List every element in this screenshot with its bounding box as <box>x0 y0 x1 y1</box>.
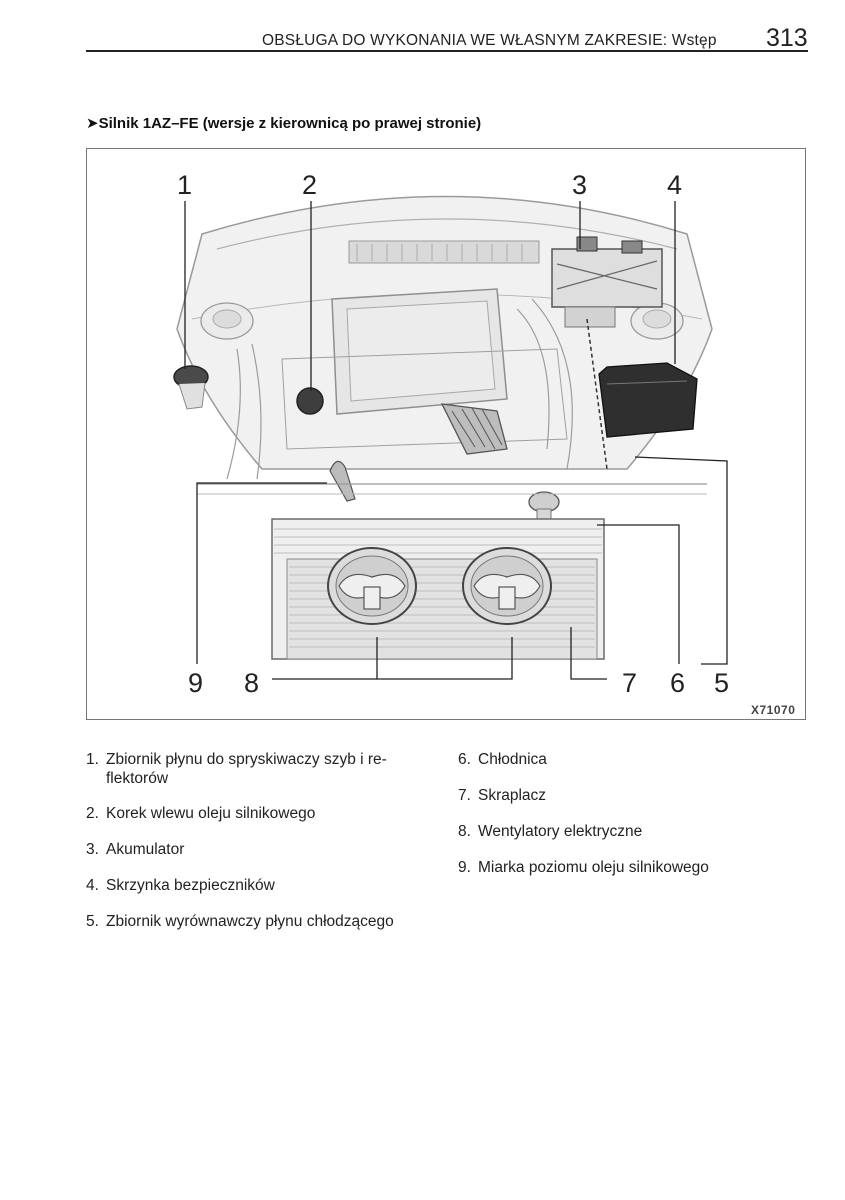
legend-item-4: 4. Skrzynka bezpieczników <box>86 876 275 895</box>
engine-bay-figure: 1 2 3 4 5 6 7 8 9 X71070 <box>86 148 806 720</box>
callout-5: 5 <box>714 668 729 698</box>
legend-item-number: 6. <box>458 751 471 768</box>
legend-item-3: 3. Akumulator <box>86 840 184 859</box>
electric-fan-right <box>462 547 552 625</box>
engine-bay-illustration: 1 2 3 4 5 6 7 8 9 X71070 <box>173 170 795 717</box>
legend-item-text: Skraplacz <box>478 787 547 804</box>
legend-item-number: 9. <box>458 859 471 876</box>
legend-item-text: Miarka poziomu oleju silnikowego <box>478 859 709 876</box>
electric-fan-left <box>327 547 417 625</box>
battery <box>551 248 663 308</box>
legend-item-6: 6. Chłodnica <box>458 750 547 769</box>
header-rule <box>86 50 808 52</box>
callout-9: 9 <box>188 668 203 698</box>
callout-2: 2 <box>302 170 317 200</box>
callout-1: 1 <box>177 170 192 200</box>
legend-item-text: Zbiornik płynu do spryskiwaczy szyb i re… <box>106 751 387 768</box>
legend-item-number: 3. <box>86 841 99 858</box>
legend-item-number: 8. <box>458 823 471 840</box>
callout-8: 8 <box>244 668 259 698</box>
callout-3: 3 <box>572 170 587 200</box>
figure-code: X71070 <box>751 703 795 717</box>
legend-item-5: 5. Zbiornik wyrównawczy płynu chłodzącego <box>86 912 394 931</box>
legend-item-number: 4. <box>86 877 99 894</box>
legend-item-number: 1. <box>86 751 99 768</box>
cowl-panel <box>348 240 540 264</box>
legend-item-text: Chłodnica <box>478 751 547 768</box>
legend-item-text: Skrzynka bezpieczników <box>106 877 275 894</box>
legend-item-text: Wentylatory elektryczne <box>478 823 643 840</box>
legend-item-8: 8. Wentylatory elektryczne <box>458 822 642 841</box>
legend-item-text: Akumulator <box>106 841 185 858</box>
legend-item-number: 5. <box>86 913 99 930</box>
page-number: 313 <box>766 24 808 52</box>
legend-item-text-continued: flektorów <box>106 770 169 787</box>
legend-item-2: 2. Korek wlewu oleju silnikowego <box>86 804 315 823</box>
callout-7: 7 <box>622 668 637 698</box>
legend-item-text: Zbiornik wyrównawczy płynu chłodzącego <box>106 913 394 930</box>
callout-4: 4 <box>667 170 682 200</box>
oil-filler-cap <box>296 387 324 415</box>
legend-item-9: 9. Miarka poziomu oleju silnikowego <box>458 858 709 877</box>
legend-item-number: 2. <box>86 805 99 822</box>
running-header: OBSŁUGA DO WYKONANIA WE WŁASNYM ZAKRESIE… <box>262 32 717 49</box>
legend-item-7: 7. Skraplacz <box>458 786 546 805</box>
legend-item-1: 1. Zbiornik płynu do spryskiwaczy szyb i … <box>86 750 387 788</box>
section-heading: ➤Silnik 1AZ–FE (wersje z kierownicą po p… <box>86 115 482 132</box>
leader-lines <box>184 201 728 680</box>
legend-item-text: Korek wlewu oleju silnikowego <box>106 805 316 822</box>
coolant-reservoir <box>598 362 698 438</box>
callout-6: 6 <box>670 668 685 698</box>
legend-item-number: 7. <box>458 787 471 804</box>
